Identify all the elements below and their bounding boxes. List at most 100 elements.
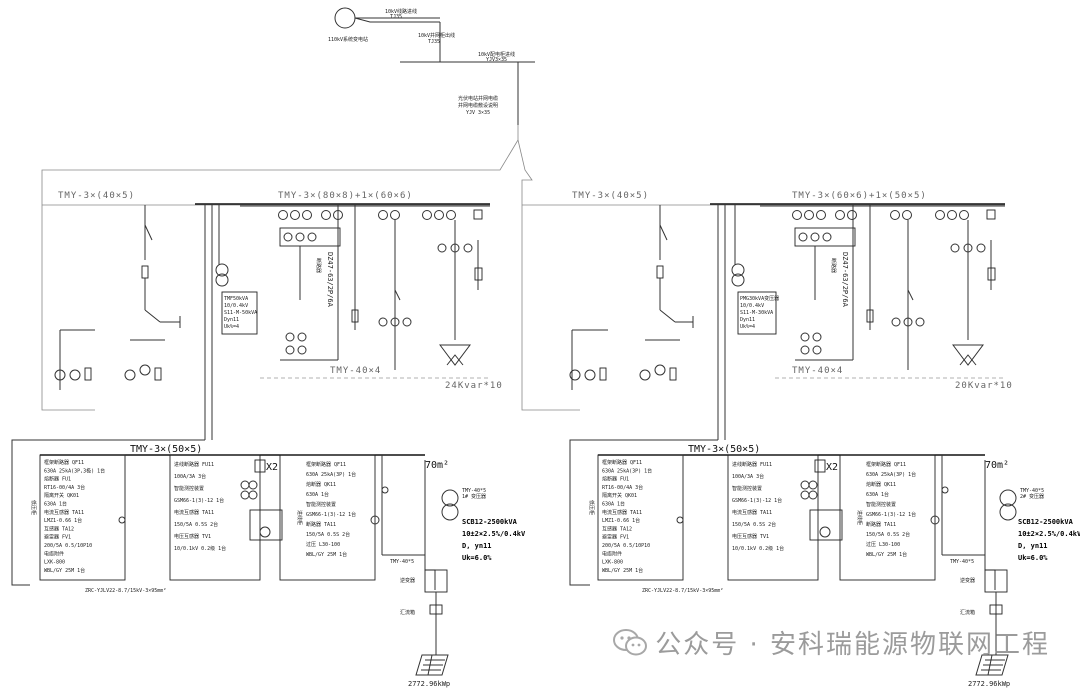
left-ac-bus: TMY-3×(50×5): [130, 444, 202, 455]
cabinet-line: GSM66-1(3)-12 1台: [732, 497, 782, 504]
cabinet-line: LXK-800: [602, 560, 623, 566]
cabinet-line: 断路器 TA11: [306, 521, 336, 528]
right-vert-note: 断路器: [830, 258, 837, 273]
wechat-icon: [613, 628, 648, 655]
left-sec-tx-4: Uk=6.0%: [462, 554, 492, 562]
left-bus2-label: TMY-3×(80×8)+1×(60×6): [278, 191, 413, 201]
left-pe-label: TMY-40×4: [330, 366, 381, 376]
cabinet-line: 630A 25kA(3P) 1台: [866, 471, 916, 478]
cabinet-line: LMZ1-0.66 1台: [44, 517, 82, 524]
cabinet-line: 进线断路器 FU11: [732, 461, 772, 468]
left-combiner: 汇流箱: [400, 609, 415, 616]
cabinet-line: 电流互感器 TA11: [174, 509, 214, 516]
right-pv-icon: [975, 654, 1009, 676]
cabinet-line: 630A 1台: [306, 491, 329, 498]
cabinet-line: 熔断器 QK11: [866, 481, 896, 488]
right-pv-cable: ZRC-YJLV22-8.7/15kV-3×95mm²: [642, 588, 723, 594]
grid-source: 110kV系统变电站 10kV线路进线 TJ35 10kV并网柜出线 TJ35 …: [41, 7, 580, 411]
right-pe-label: TMY-40×4: [792, 366, 843, 376]
cabinet-line: WBL/GY 25M 1台: [602, 567, 643, 574]
cabinet-line: 150/5A 0.5S 2台: [866, 531, 910, 538]
cabinet-line: 100A/3A 3台: [174, 473, 206, 480]
cabinet-line: 200/5A 0.5/10P10: [44, 543, 92, 549]
left-inverter: 逆变器: [400, 577, 415, 584]
left-cap-label: 24Kvar*10: [445, 381, 503, 391]
right-sec-tx-4: Uk=6.0%: [1018, 554, 1048, 562]
left-area: 70m²: [425, 460, 449, 471]
right-ac-section: TMY-3×(50×5) 低压柜 框架断路器 QF11 630A 25kA(3P)…: [569, 439, 1080, 688]
left-tag-small: TMY-40*5: [390, 559, 414, 565]
right-ac-bus: TMY-3×(50×5): [688, 444, 760, 455]
right-tx-line1: PMG30kVA变压器: [740, 295, 779, 302]
cabinet-line: 电缆附件: [44, 550, 64, 557]
right-cab3-tag: 进线柜: [856, 510, 863, 525]
line3-spec: YJV3×35: [486, 57, 507, 63]
left-lv-section: TMY-3×(40×5) TMY-3×(80×8)+1×(60×6) TMF50…: [42, 191, 503, 440]
right-sec-tx-1: SCB12-2500kVA: [1018, 518, 1074, 526]
left-sec-tx-2: 10±2×2.5%/0.4kV: [462, 530, 526, 538]
right-cab1-tag: 低压柜: [588, 500, 595, 515]
watermark: 公众号 · 安科瑞能源物联网工程: [613, 624, 1050, 661]
right-tx-line2: 10/0.4kV: [740, 303, 764, 309]
right-tx-line5: Uk%=4: [740, 324, 755, 330]
right-area: 70m²: [985, 460, 1009, 471]
left-x2: X2: [266, 462, 278, 473]
cabinet-line: 智能测控装置: [732, 485, 762, 492]
cabinet-line: 10/0.1kV 0.2级 1台: [732, 545, 784, 552]
cabinet-line: 630A 1台: [866, 491, 889, 498]
left-bus-label: TMY-3×(40×5): [58, 191, 135, 201]
cabinet-line: 熔断器 QK11: [306, 481, 336, 488]
right-vert-spec: DZ47-63/2P/6A: [841, 252, 849, 308]
cabinet-line: 电压互感器 TV1: [732, 533, 769, 540]
cabinet-line: 避雷器 FV1: [602, 534, 629, 541]
line2-name: 10kV并网柜出线: [418, 32, 455, 39]
line1-name: 10kV线路进线: [385, 8, 417, 15]
cabinet-line: 电压互感器 TV1: [174, 533, 211, 540]
right-combiner: 汇流箱: [960, 609, 975, 616]
cabinet-line: 框架断路器 QF11: [866, 461, 906, 468]
left-tx-small1: TMY-40*5: [462, 488, 486, 494]
cabinet-line: 150/5A 0.5S 2台: [174, 521, 218, 528]
cabinet-line: 100A/3A 3台: [732, 473, 764, 480]
right-pv-capacity: 2772.96kWp: [968, 680, 1010, 688]
right-tx-line3: S11-M-30kVA: [740, 310, 773, 316]
cabinet-line: 过压 L30-100: [866, 541, 900, 548]
cabinet-line: 过压 L30-100: [306, 541, 340, 548]
line2-spec: TJ35: [428, 39, 440, 45]
cabinet-line: 200/5A 0.5/10P10: [602, 543, 650, 549]
cabinet-line: 框架断路器 QF11: [306, 461, 346, 468]
cabinet-line: 智能测控装置: [174, 485, 204, 492]
cabinet-line: 隔离开关 QK01: [44, 492, 79, 499]
cabinet-line: LXK-800: [44, 560, 65, 566]
grid-label: 110kV系统变电站: [328, 36, 368, 43]
cabinet-line: 电缆附件: [602, 550, 622, 557]
line1-spec: TJ35: [390, 14, 402, 20]
right-tag-small: TMY-40*5: [950, 559, 974, 565]
right-meter-group: [792, 209, 996, 220]
right-cap-label: 20Kvar*10: [955, 381, 1013, 391]
right-tx-line4: Dyn11: [740, 317, 755, 323]
cabinet-line: 150/5A 0.5S 2台: [306, 531, 350, 538]
cabinet-line: LMZ1-0.66 1台: [602, 517, 640, 524]
watermark-text: 公众号 · 安科瑞能源物联网工程: [655, 630, 1050, 660]
left-tx-line4: Dyn11: [224, 317, 239, 323]
right-bus-label: TMY-3×(40×5): [572, 191, 649, 201]
right-sec-tx-3: D, yn11: [1018, 542, 1048, 550]
cabinet-line: 熔断器 FU1: [602, 476, 629, 483]
line4-name: 光伏电站并网电缆: [458, 95, 498, 102]
cabinet-line: 避雷器 FV1: [44, 534, 71, 541]
left-tx-line1: TMF50kVA: [224, 296, 248, 302]
cabinet-line: 熔断器 FU1: [44, 476, 71, 483]
cabinet-line: 框架断路器 QF11: [44, 459, 84, 466]
line4-spec: YJV 3×35: [466, 110, 490, 116]
cabinet-line: 630A 25kA(3P) 1台: [602, 467, 652, 474]
line4-note: 并网电缆敷设说明: [458, 102, 498, 109]
cabinet-line: 智能测控装置: [306, 501, 336, 508]
left-cab3-tag: 进线柜: [296, 510, 303, 525]
cabinet-line: RT16-00/4A 3台: [44, 484, 85, 491]
line3-name: 10kV配电柜进线: [478, 51, 515, 58]
